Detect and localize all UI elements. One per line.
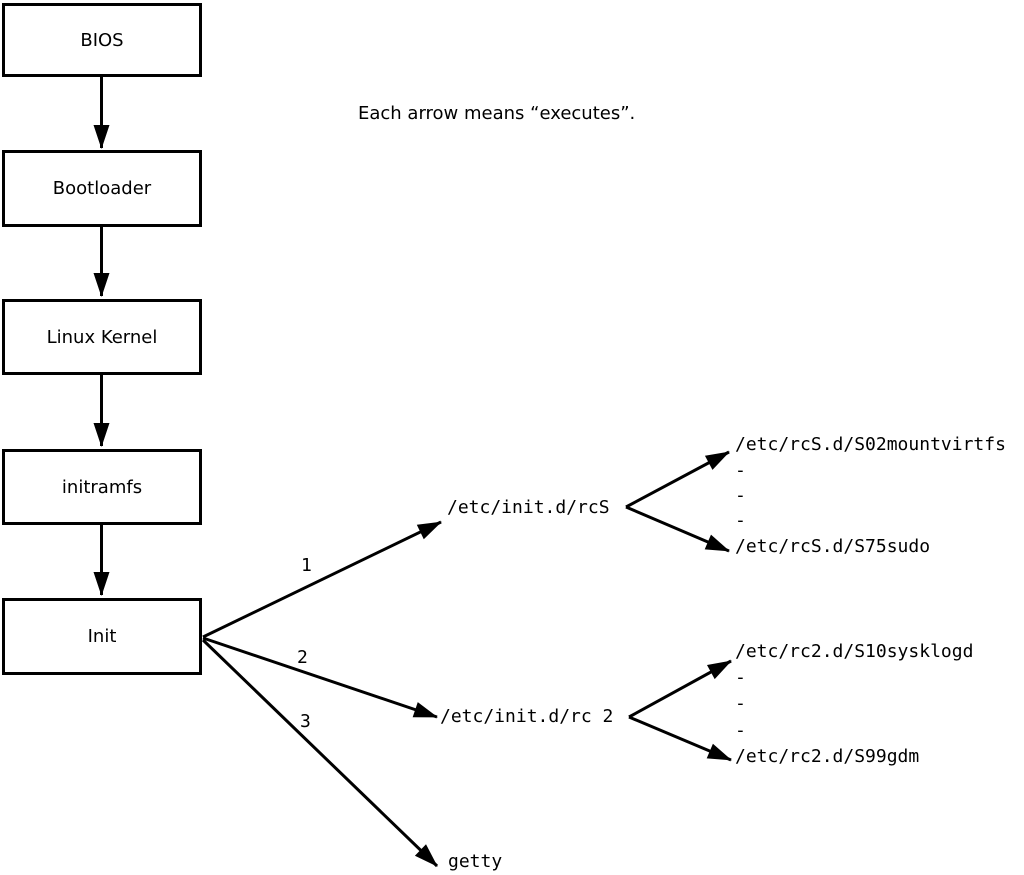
arrow-rc2-to-s10sysklogd <box>628 659 732 719</box>
arrow-rc2-to-s99gdm <box>628 715 732 762</box>
branch-label-3: 3 <box>300 711 311 732</box>
node-rcs-ellipsis-dash: - <box>735 510 746 531</box>
arrow-rcs-to-s75sudo <box>625 505 730 553</box>
arrow-init-to-rc2 <box>202 636 438 719</box>
node-rc2-child-s10sysklogd: /etc/rc2.d/S10sysklogd <box>735 641 974 662</box>
box-linux-kernel: Linux Kernel <box>2 299 202 375</box>
node-rc2-ellipsis-dash: - <box>735 693 746 714</box>
node-rcs-ellipsis-dash: - <box>735 460 746 481</box>
box-bootloader: Bootloader <box>2 150 202 227</box>
arrow-init-to-rcs <box>202 520 442 639</box>
node-rc2-child-s99gdm: /etc/rc2.d/S99gdm <box>735 746 920 767</box>
box-init: Init <box>2 598 202 675</box>
node-rc2-ellipsis-dash: - <box>735 667 746 688</box>
branch-label-2: 2 <box>297 647 308 668</box>
node-etc-init-d-rcs: /etc/init.d/rcS <box>447 497 610 518</box>
node-etc-init-d-rc2: /etc/init.d/rc 2 <box>440 706 614 727</box>
node-rc2-ellipsis-dash: - <box>735 720 746 741</box>
node-rcs-ellipsis-dash: - <box>735 485 746 506</box>
legend-note: Each arrow means “executes”. <box>358 103 636 124</box>
node-rcs-child-s02mountvirtfs: /etc/rcS.d/S02mountvirtfs <box>735 434 1006 455</box>
box-bios: BIOS <box>2 3 202 77</box>
branch-label-1: 1 <box>301 555 312 576</box>
box-initramfs: initramfs <box>2 449 202 525</box>
node-getty: getty <box>448 851 503 872</box>
arrow-init-to-getty <box>201 638 439 868</box>
arrow-rcs-to-s02mountvirtfs <box>625 450 730 509</box>
node-rcs-child-s75sudo: /etc/rcS.d/S75sudo <box>735 536 931 557</box>
